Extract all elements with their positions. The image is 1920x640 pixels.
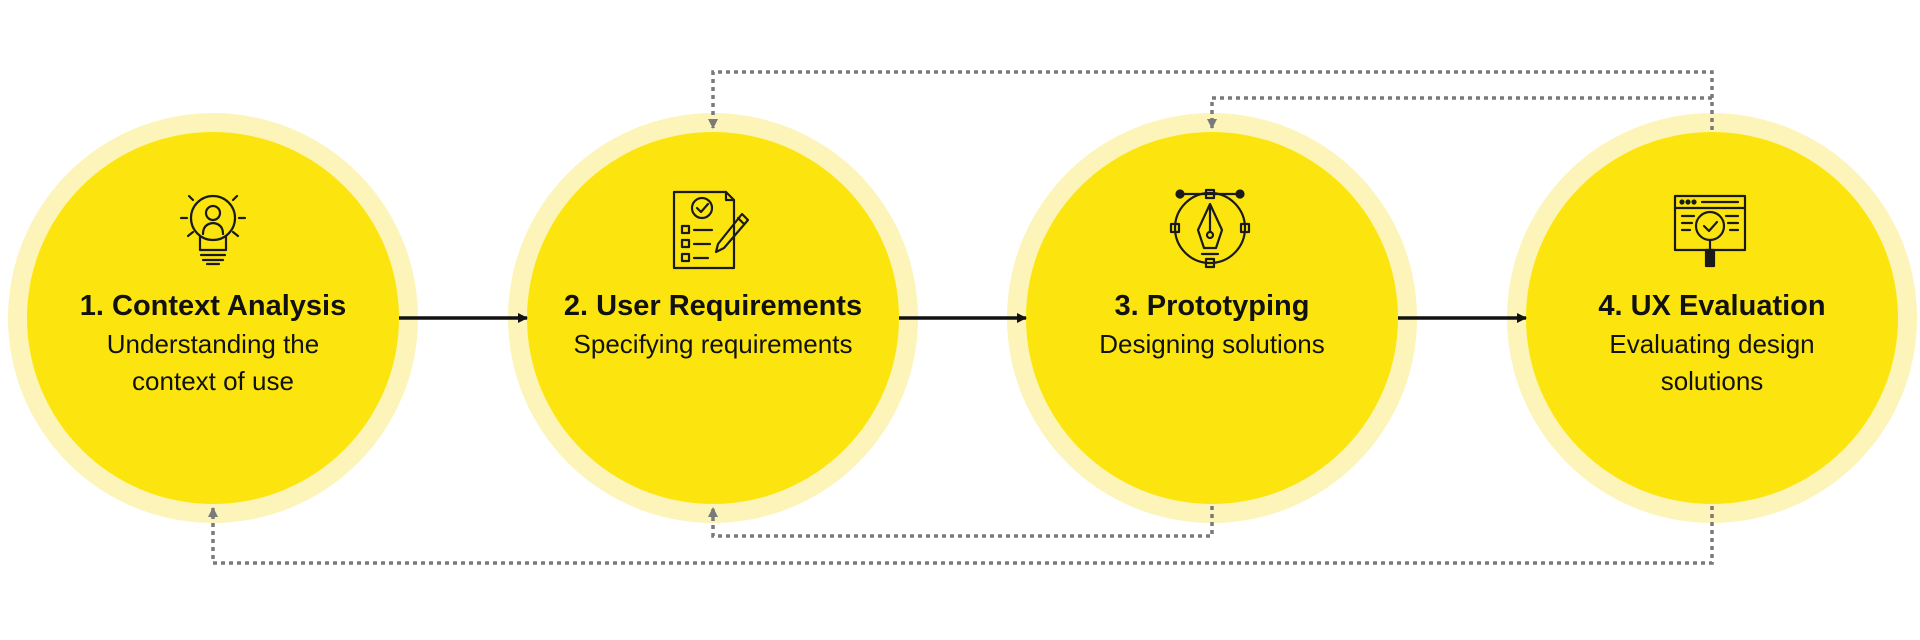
- feedback-arrow-4-to-1: [208, 506, 1714, 565]
- stage-1-text: 1. Context Analysis Understanding the co…: [53, 288, 373, 400]
- stage-2-text: 2. User Requirements Specifying requirem…: [553, 288, 873, 363]
- stage-4-title: 4. UX Evaluation: [1598, 290, 1826, 322]
- stage-1-title: 1. Context Analysis: [79, 290, 347, 322]
- stage-4-circle: [1507, 113, 1917, 523]
- stage-3-title: 3. Prototyping: [1114, 290, 1310, 322]
- pen-tool-icon: [1169, 188, 1251, 269]
- feedback-arrow-4-to-3: [1207, 96, 1712, 129]
- stage-2-title: 2. User Requirements: [563, 290, 863, 322]
- stage-2-description: Specifying requirements: [573, 329, 853, 359]
- stage-3-description: Designing solutions: [1099, 329, 1325, 359]
- browser-magnifier-check-icon: [1673, 194, 1747, 268]
- feedback-arrow-3-to-2: [708, 506, 1214, 538]
- stage-4-description: Evaluating design solutions: [1609, 329, 1815, 396]
- lightbulb-person-icon: [179, 194, 247, 266]
- stage-4-text: 4. UX Evaluation Evaluating design solut…: [1552, 288, 1872, 400]
- stage-1-description: Understanding the context of use: [106, 329, 320, 396]
- stage-2-circle: [508, 113, 918, 523]
- stage-1-circle: [8, 113, 418, 523]
- stage-3-circle: [1007, 113, 1417, 523]
- stage-3-text: 3. Prototyping Designing solutions: [1052, 288, 1372, 363]
- checklist-pencil-icon: [672, 190, 750, 270]
